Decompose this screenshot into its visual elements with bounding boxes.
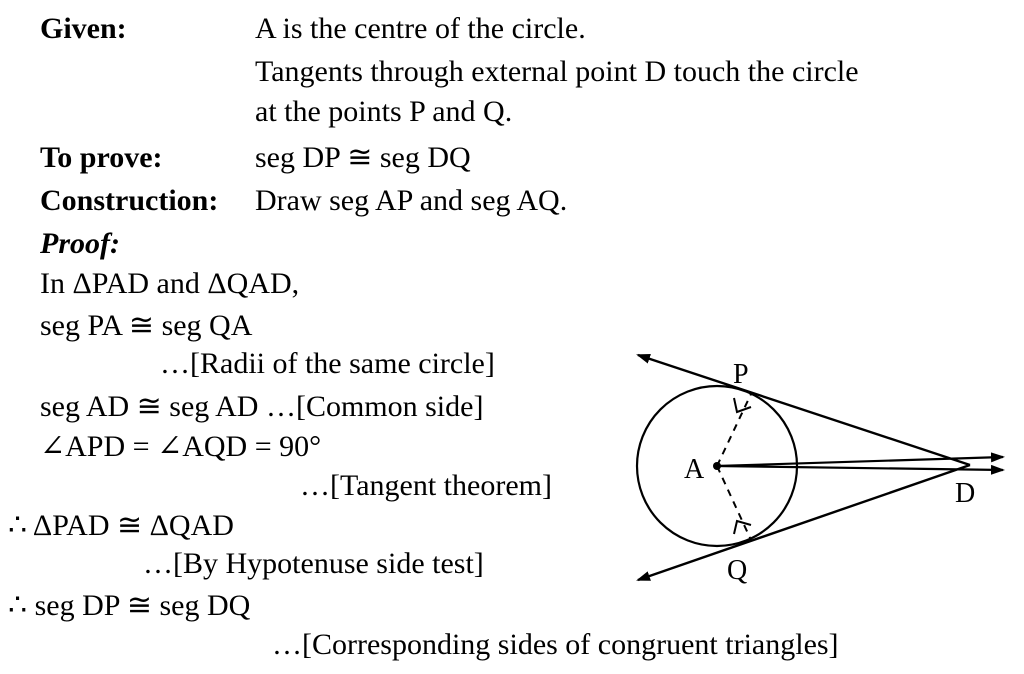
- label-d: D: [955, 478, 975, 509]
- segment-ad-ray: [716, 452, 1005, 468]
- centre-point: [713, 462, 721, 470]
- proof-line: seg AD ≅ seg AD …[Common side]: [40, 390, 484, 423]
- proof-label: Proof:: [40, 227, 120, 260]
- right-angle-p: [733, 397, 752, 414]
- segment-ad-ray-2: [716, 464, 1005, 475]
- proof-line: In ΔPAD and ΔQAD,: [40, 267, 300, 300]
- proof-conclusion: ∴ seg DP ≅ seg DQ: [8, 589, 251, 622]
- proof-line: ∠APD = ∠AQD = 90°: [40, 430, 322, 463]
- given-label: Given:: [40, 12, 127, 45]
- label-q: Q: [727, 555, 747, 586]
- to-prove-label: To prove:: [40, 141, 163, 174]
- given-line-2: Tangents through external point D touch …: [255, 55, 859, 88]
- circle: [635, 384, 799, 548]
- construction-text: Draw seg AP and seg AQ.: [255, 184, 568, 217]
- proof-conclusion: ∴ ΔPAD ≅ ΔQAD: [8, 509, 234, 542]
- label-a: A: [684, 454, 705, 485]
- given-line-1: A is the centre of the circle.: [255, 12, 586, 45]
- radius-aq: [716, 465, 752, 541]
- proof-reason: …[Radii of the same circle]: [160, 347, 495, 380]
- proof-reason: …[Corresponding sides of congruent trian…: [272, 628, 839, 661]
- construction-label: Construction:: [40, 184, 219, 217]
- tangent-line-dq: [636, 463, 971, 582]
- label-p: P: [733, 359, 749, 390]
- proof-reason: …[Tangent theorem]: [300, 469, 552, 502]
- radius-ap: [716, 393, 752, 467]
- right-angle-q: [733, 519, 752, 535]
- given-line-3: at the points P and Q.: [255, 95, 513, 128]
- proof-line: seg PA ≅ seg QA: [40, 309, 253, 342]
- tangent-line-dp: [636, 353, 971, 467]
- proof-reason: …[By Hypotenuse side test]: [143, 547, 484, 580]
- to-prove-text: seg DP ≅ seg DQ: [255, 141, 471, 174]
